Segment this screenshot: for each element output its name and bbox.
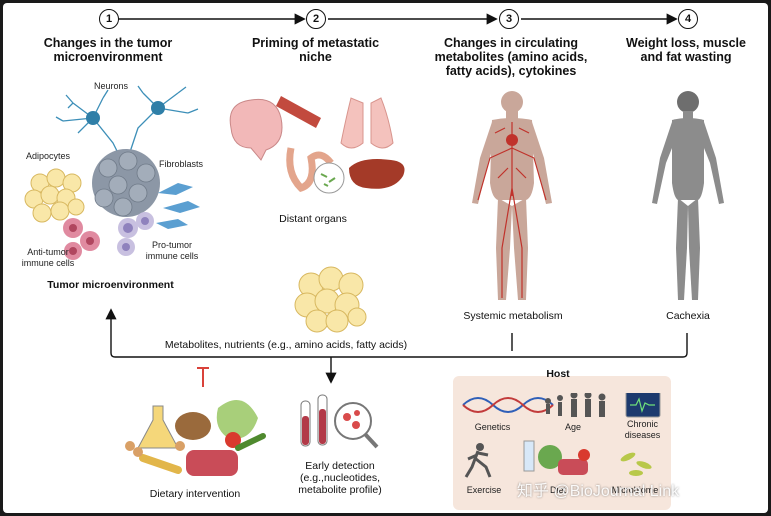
genetics-label: Genetics (474, 422, 511, 432)
chronic-diseases-label: Chronic diseases (624, 419, 661, 440)
microbiome-icon (620, 452, 652, 476)
figure-frame: 1 2 3 4 Changes in the tumor microenviro… (3, 3, 768, 513)
adipocytes-icon (24, 168, 85, 223)
lung-left-icon (340, 97, 364, 149)
cachexia-figure (652, 91, 724, 300)
magnifier-icon (334, 402, 372, 440)
fibroblasts-label: Fibroblasts (158, 159, 203, 169)
distant-organs-illustration (229, 96, 405, 194)
systemic-metabolism-figure (472, 91, 552, 300)
microbe-lens-icon (313, 162, 345, 194)
age-label: Age (564, 422, 581, 432)
lung-right-icon (370, 97, 394, 149)
fibroblasts-icon (156, 183, 200, 229)
feedback-arrow (105, 308, 688, 358)
tumor-microenvironment-illustration (24, 85, 200, 260)
corn-icon (139, 454, 182, 474)
neurons-label: Neurons (93, 81, 129, 91)
tumor-cluster-icon (92, 149, 160, 217)
chronic-disease-monitor-icon (625, 393, 661, 418)
systemic-metabolism-label: Systemic metabolism (463, 310, 563, 322)
step-2-title: Priming of metastatic niche (251, 36, 380, 64)
microbiome-label: Microbiome (611, 485, 659, 495)
step-4-number: 4 (678, 9, 698, 29)
step-2-number: 2 (306, 9, 326, 29)
early-detection-label: Early detection (e.g.,nucleotides, metab… (298, 460, 382, 496)
microbe-icon (320, 173, 336, 187)
pro-tumor-cells-icon (117, 212, 154, 256)
dna-icon (462, 397, 554, 413)
liver-icon (349, 159, 405, 189)
flow-arrows (105, 13, 688, 387)
neuron-body-1 (86, 111, 100, 125)
nuts-icon (125, 441, 185, 457)
tme-caption: Tumor microenvironment (47, 279, 174, 291)
cachexia-body-icon (652, 91, 724, 300)
host-factors-illustration (462, 393, 661, 478)
neuron-body-2 (151, 101, 165, 115)
distant-organs-label: Distant organs (279, 213, 347, 225)
step-1-title: Changes in the tumor microenvironment (43, 36, 173, 64)
step-3-title: Changes in circulating metabolites (amin… (434, 36, 588, 78)
watermark-text: 知乎 @BioJournal Link (517, 483, 680, 500)
intestine-icon (286, 147, 334, 193)
potato-icon (175, 412, 211, 440)
dietary-intervention-illustration (125, 400, 266, 476)
cachexia-label: Cachexia (666, 310, 710, 322)
dietary-intervention-label: Dietary intervention (149, 488, 241, 500)
brain-icon (229, 98, 283, 161)
metabolites-label: Metabolites, nutrients (e.g., amino acid… (164, 339, 408, 351)
meat-icon (186, 450, 238, 476)
diet-label: Diet (549, 485, 566, 495)
pro-tumor-cells-label: Pro-tumor immune cells (145, 240, 199, 261)
muscle-icon (276, 96, 321, 128)
anti-tumor-cells-label: Anti-tumor immune cells (21, 247, 75, 268)
runner-icon (464, 443, 492, 478)
fat-cluster-icon (294, 266, 367, 333)
diet-foods-icon (523, 440, 590, 475)
cucumber-icon (235, 433, 266, 451)
vessels-icon (477, 122, 547, 298)
exercise-label: Exercise (466, 485, 502, 495)
step-3-number: 3 (499, 9, 519, 29)
neurons-icon (55, 85, 199, 164)
oil-flask-icon (137, 405, 179, 449)
heart-icon (506, 134, 518, 146)
tomato-icon (225, 432, 241, 448)
adipocytes-label: Adipocytes (25, 151, 71, 161)
early-detection-illustration (300, 394, 379, 449)
age-people-icon (545, 393, 606, 417)
cabbage-icon (216, 400, 258, 439)
host-title: Host (546, 368, 570, 380)
step-4-title: Weight loss, muscle and fat wasting (626, 36, 746, 64)
anti-tumor-cells-icon (63, 218, 100, 260)
step-1-number: 1 (99, 9, 119, 29)
